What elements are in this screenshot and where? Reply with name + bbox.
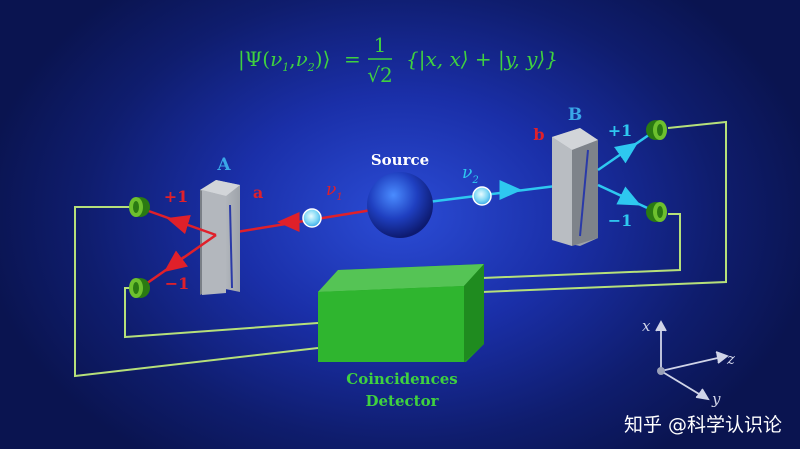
photon1 [302, 208, 322, 228]
watermark: 知乎 @科学认识论 [623, 414, 782, 436]
detector-a-minus [129, 278, 150, 298]
entangled-state-formula: |Ψ(ν1,ν2)⟩ = 1 √2 {|x, x⟩ + |y, y⟩} [238, 33, 558, 87]
photon2 [472, 186, 492, 206]
detector-label-line2: Detector [366, 392, 440, 410]
port-b-label: b [533, 125, 544, 144]
b-minus-label: −1 [608, 211, 633, 230]
detector-a-plus [129, 197, 150, 217]
wire-a-plus [74, 206, 319, 378]
wire-a-minus [124, 287, 319, 339]
detector-label-line1: Coincidences [346, 370, 457, 388]
detector-b-minus [646, 202, 667, 222]
b-output-beams [597, 128, 657, 214]
a-minus-label: −1 [165, 274, 190, 293]
source-label: Source [371, 151, 429, 169]
svg-text:√2: √2 [367, 63, 392, 87]
coincidences-detector-box [318, 264, 484, 362]
wires [74, 120, 727, 378]
photon1-symbol: ν1 [326, 180, 343, 203]
axis-y-label: y [711, 390, 721, 408]
source-sphere [367, 172, 433, 238]
svg-text:{|x, x⟩ + |y, y⟩}: {|x, x⟩ + |y, y⟩} [406, 47, 558, 72]
a-output-beams [142, 207, 217, 288]
polarizer-a [200, 180, 240, 295]
svg-text:|Ψ(ν1,ν2)⟩: |Ψ(ν1,ν2)⟩ [238, 47, 330, 74]
a-plus-label: +1 [164, 187, 189, 206]
photon2-beam [427, 180, 557, 204]
port-a-label: a [253, 183, 263, 202]
photon2-symbol: ν2 [462, 163, 479, 186]
coordinate-axes [655, 320, 729, 401]
photon1-beam [217, 208, 373, 237]
wire-b-plus [481, 120, 727, 293]
axis-x-label: x [642, 317, 651, 335]
station-a-label: A [216, 155, 231, 175]
b-plus-label: +1 [608, 121, 633, 140]
station-b-label: B [568, 105, 582, 125]
svg-text:=: = [344, 47, 361, 71]
polarizer-b [552, 128, 598, 246]
detector-b-plus [646, 120, 667, 140]
wire-b-minus [481, 213, 681, 279]
axis-z-label: z [726, 350, 735, 368]
axes-origin [657, 367, 665, 375]
svg-text:1: 1 [374, 33, 387, 57]
